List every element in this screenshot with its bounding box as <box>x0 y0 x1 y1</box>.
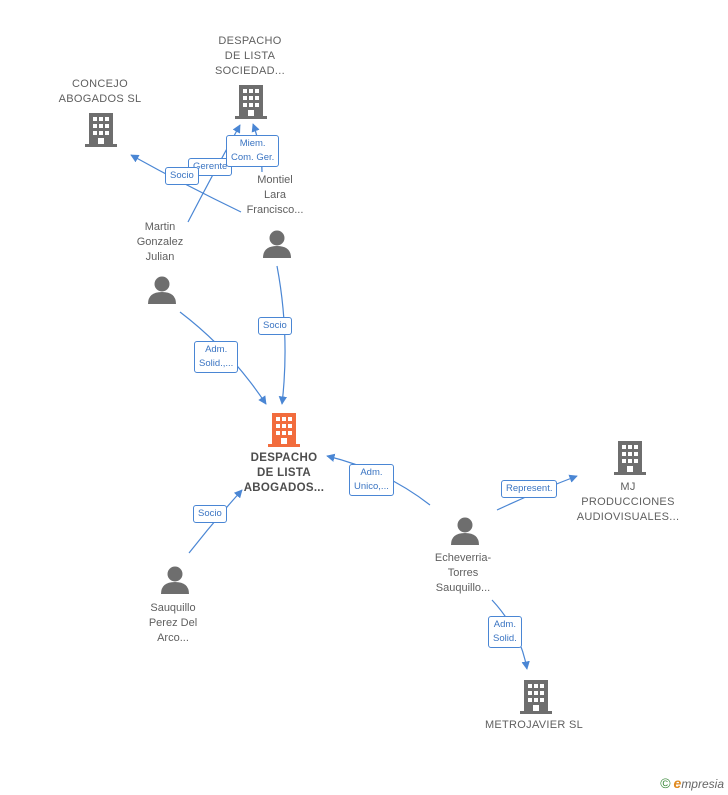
edge-label-miem-com-ger[interactable]: Miem. Com. Ger. <box>226 135 280 167</box>
martin-person-icon[interactable] <box>148 276 176 305</box>
edge-label-socio-concejo[interactable]: Socio <box>165 167 199 185</box>
montiel-label[interactable]: Montiel Lara Francisco... <box>246 174 304 216</box>
concejo-building-icon[interactable] <box>85 113 117 147</box>
brand-logo: empresia <box>673 775 724 791</box>
edge-socio-montiel <box>276 265 288 405</box>
edge-label-socio-montiel[interactable]: Socio <box>258 317 292 335</box>
metrojavier-label[interactable]: METROJAVIER SL <box>484 719 584 731</box>
edge-label-adm-solid-metro[interactable]: Adm. Solid. <box>488 616 522 648</box>
edge-label-socio-sauquillo[interactable]: Socio <box>193 505 227 523</box>
mj-producciones-building-icon[interactable] <box>614 441 646 475</box>
despacho-sociedad-label[interactable]: DESPACHO DE LISTA SOCIEDAD... <box>215 35 285 77</box>
metrojavier-building-icon[interactable] <box>520 680 552 714</box>
edge-label-adm-unico[interactable]: Adm. Unico,... <box>349 464 394 496</box>
main-company-label[interactable]: DESPACHO DE LISTA ABOGADOS... <box>243 452 325 494</box>
empresia-watermark: ©empresia <box>660 775 724 791</box>
sauquillo-person-icon[interactable] <box>161 566 189 595</box>
despacho-sociedad-building-icon[interactable] <box>235 85 267 119</box>
montiel-person-icon[interactable] <box>263 230 291 259</box>
main-company-building-icon[interactable] <box>268 413 300 447</box>
copyright-icon: © <box>660 775 671 791</box>
echeverria-person-icon[interactable] <box>451 517 479 546</box>
edge-label-represent[interactable]: Represent. <box>501 480 558 498</box>
mj-producciones-label[interactable]: MJ PRODUCCIONES AUDIOVISUALES... <box>576 481 680 523</box>
edge-label-adm-solid-martin[interactable]: Adm. Solid.,... <box>194 341 239 373</box>
concejo-label[interactable]: CONCEJO ABOGADOS SL <box>58 78 142 105</box>
sauquillo-label[interactable]: Sauquillo Perez Del Arco... <box>148 602 198 644</box>
edge-label-gerente[interactable]: Gerente <box>188 158 233 176</box>
echeverria-label[interactable]: Echeverria- Torres Sauquillo... <box>434 552 492 594</box>
martin-label[interactable]: Martin Gonzalez Julian <box>136 221 184 263</box>
